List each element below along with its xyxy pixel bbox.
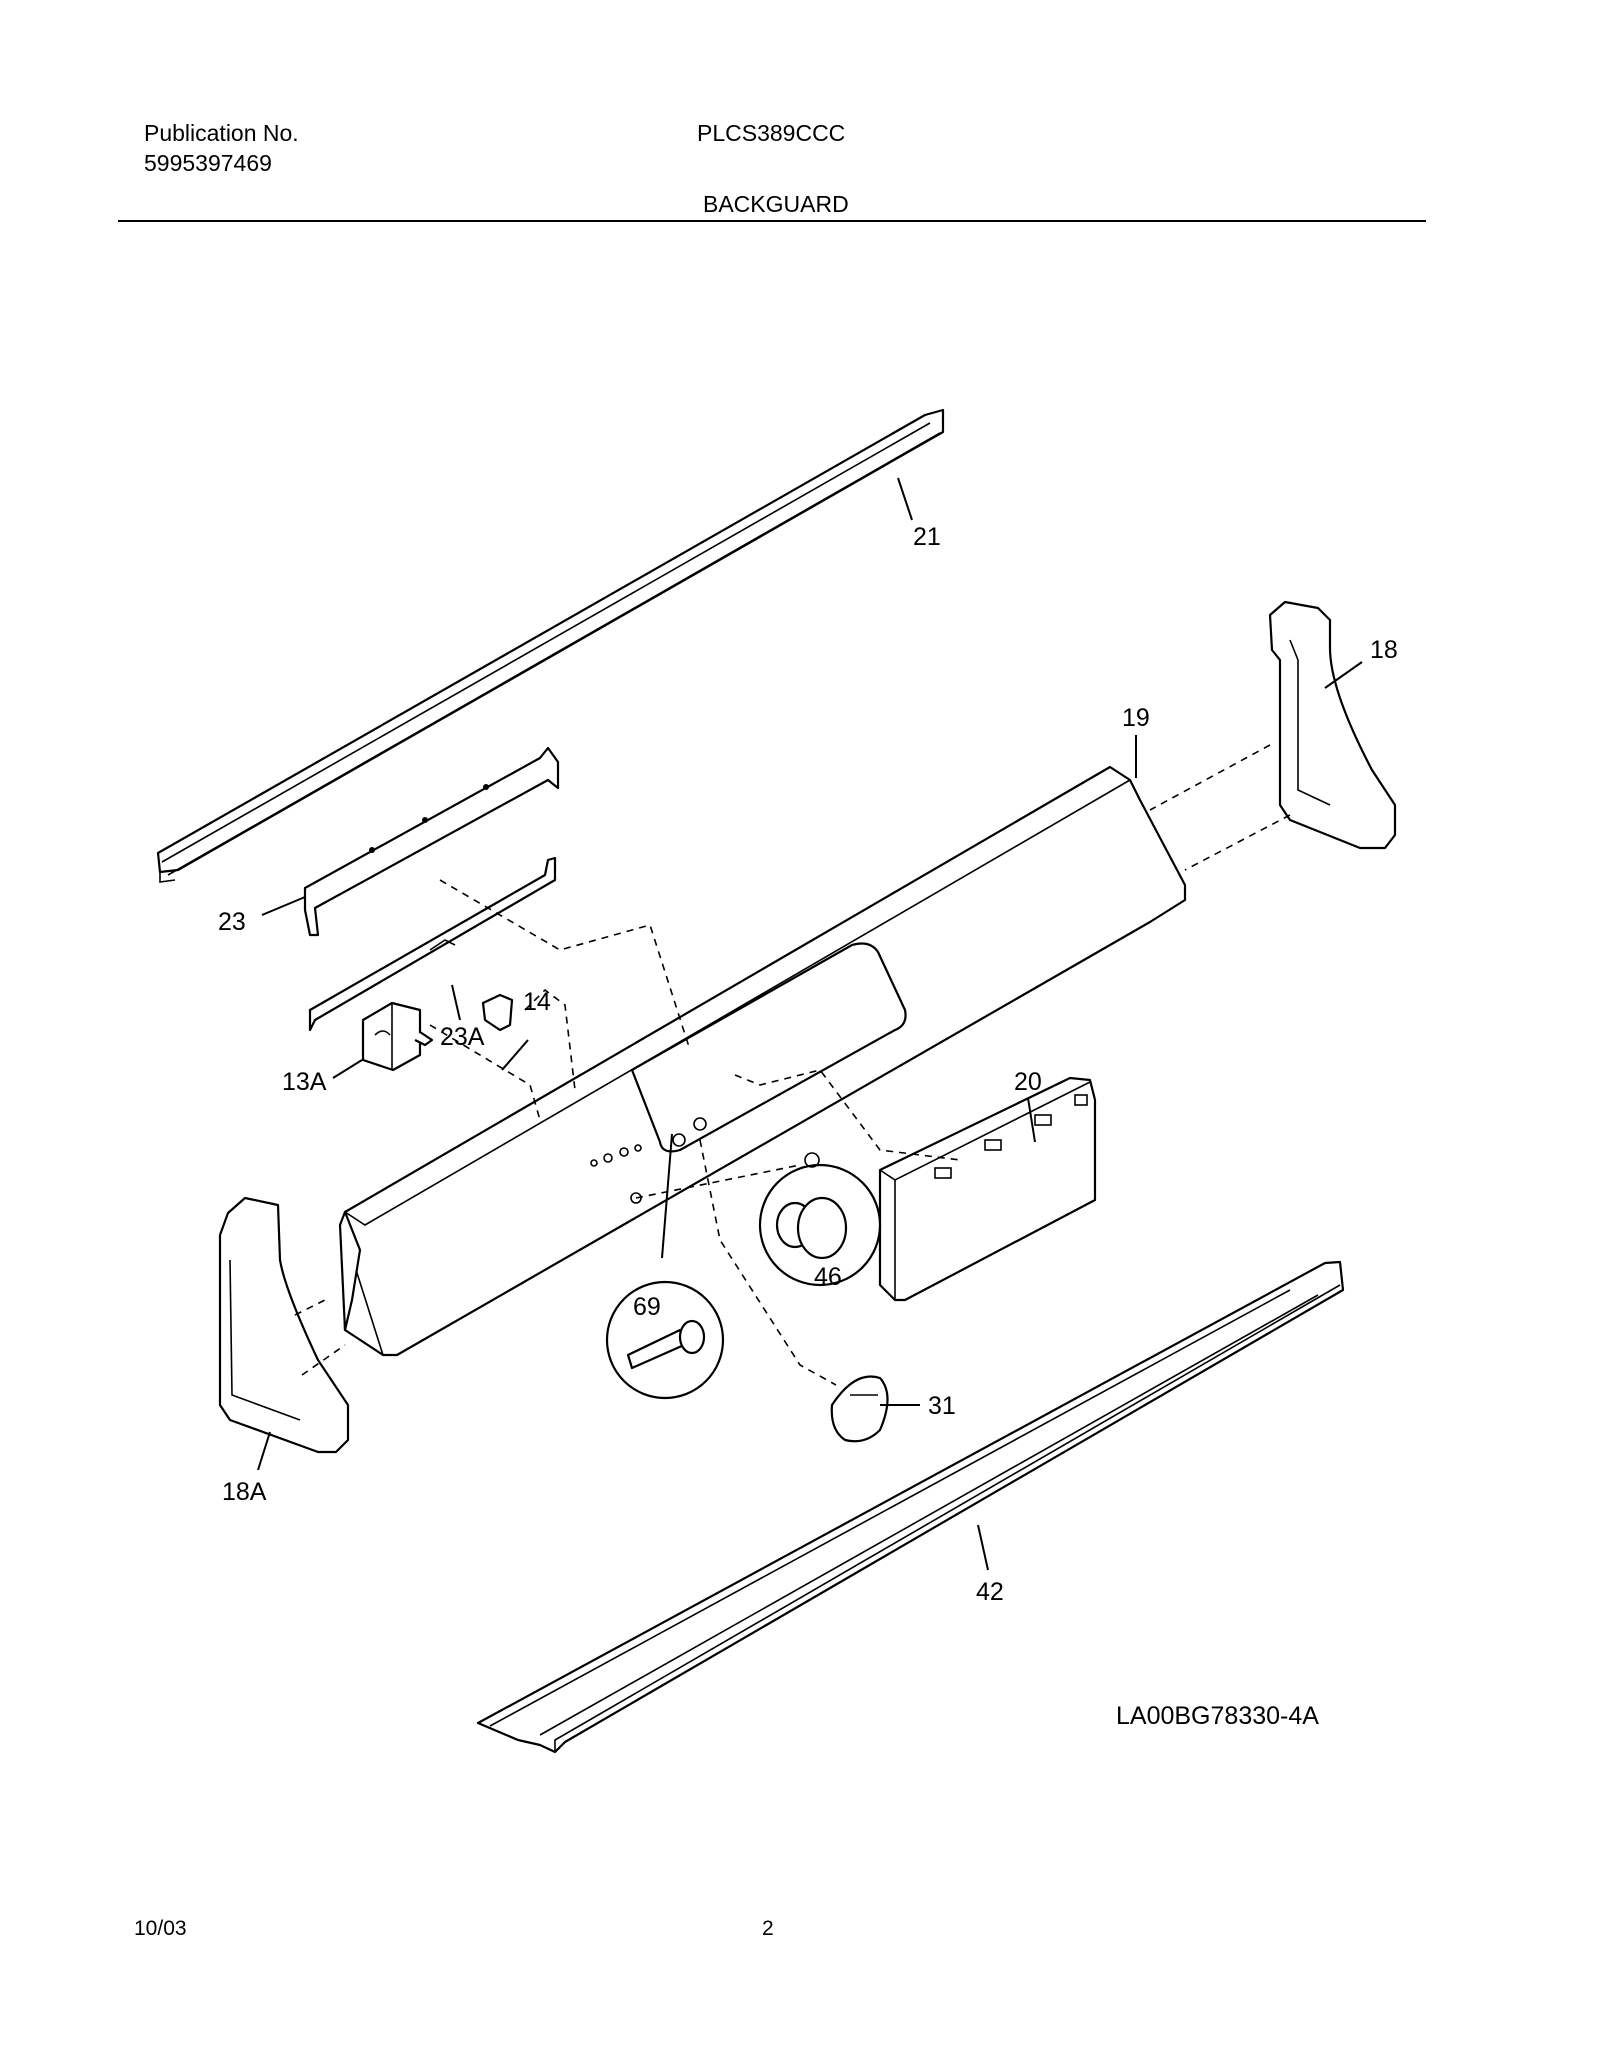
callout-31: 31 bbox=[928, 1392, 956, 1420]
part-20-control-board bbox=[878, 1076, 1097, 1302]
callout-14: 14 bbox=[523, 988, 551, 1016]
part-42-bottom-trim bbox=[476, 1260, 1345, 1754]
callout-19: 19 bbox=[1122, 704, 1150, 732]
assembly-lines bbox=[294, 744, 1291, 1386]
fasteners bbox=[590, 1117, 820, 1204]
leader-lines bbox=[257, 477, 1363, 1571]
part-21-top-trim bbox=[156, 408, 945, 883]
part-46-knob-detail bbox=[758, 1163, 882, 1287]
part-14-clip bbox=[481, 993, 514, 1032]
callout-13a: 13A bbox=[282, 1068, 327, 1096]
model-number: PLCS389CCC bbox=[697, 120, 846, 146]
drawing-id: LA00BG78330-4A bbox=[1116, 1702, 1319, 1730]
publication-label: Publication No. bbox=[144, 120, 299, 146]
footer-date: 10/03 bbox=[134, 1917, 187, 1940]
part-69-screw-detail bbox=[605, 1280, 725, 1400]
part-18-right-end-cap bbox=[1268, 600, 1397, 850]
callout-18: 18 bbox=[1370, 636, 1398, 664]
callout-18a: 18A bbox=[222, 1478, 267, 1506]
part-23-bracket bbox=[303, 746, 560, 937]
callout-46: 46 bbox=[814, 1263, 842, 1291]
callout-23: 23 bbox=[218, 908, 246, 936]
section-title: BACKGUARD bbox=[703, 191, 849, 217]
callout-20: 20 bbox=[1014, 1068, 1042, 1096]
callout-21: 21 bbox=[913, 523, 941, 551]
callout-69: 69 bbox=[633, 1293, 661, 1321]
page-number: 2 bbox=[762, 1917, 774, 1940]
callout-42: 42 bbox=[976, 1578, 1004, 1606]
part-31-knob bbox=[830, 1375, 889, 1443]
callout-23a: 23A bbox=[440, 1023, 485, 1051]
part-13a-switch bbox=[361, 1001, 434, 1072]
part-23a-plate bbox=[308, 856, 557, 1032]
part-19-backguard-panel bbox=[338, 765, 1187, 1357]
publication-number: 5995397469 bbox=[144, 150, 272, 176]
header-rule bbox=[118, 220, 1426, 222]
part-18a-left-end-cap bbox=[218, 1196, 350, 1454]
